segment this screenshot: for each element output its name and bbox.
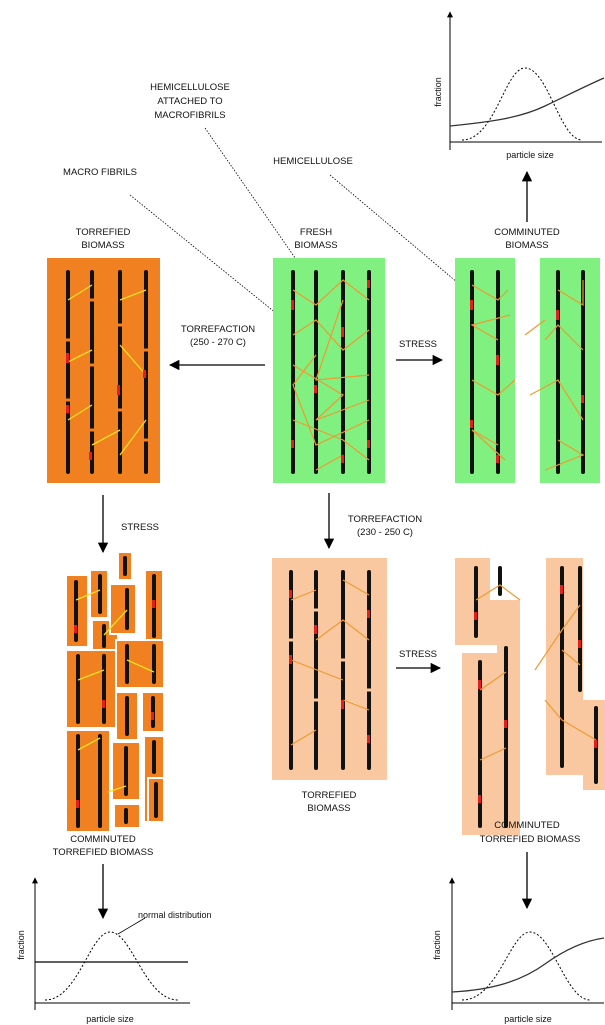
x-axis-label: particle size bbox=[86, 1014, 134, 1024]
hemicellulose-label: HEMICELLULOSE bbox=[273, 156, 353, 167]
torrefaction-down-label-1: TORREFACTION bbox=[348, 514, 422, 525]
torrefaction-left-label-2: (250 - 270 C) bbox=[190, 337, 246, 348]
graph-bottom-right: fraction particle size bbox=[432, 877, 605, 1024]
hemi-attached-label-2: ATTACHED TO bbox=[157, 96, 222, 107]
comminuted-biomass-header-2: BIOMASS bbox=[505, 240, 548, 251]
normal-distribution-leader bbox=[117, 917, 146, 935]
x-axis-label: particle size bbox=[506, 150, 554, 160]
comminuted-torrefied-fragments-dark bbox=[65, 551, 165, 833]
comminuted-biomass-header-1: COMMINUTED bbox=[494, 227, 560, 238]
normal-distribution-curve bbox=[44, 931, 179, 1001]
leader-macro-fibrils bbox=[129, 194, 283, 319]
stress-left-label: STRESS bbox=[121, 522, 159, 533]
x-axis-label: particle size bbox=[504, 1014, 552, 1024]
torrefied-biomass-block bbox=[47, 258, 160, 483]
torrefaction-down-label-2: (230 - 250 C) bbox=[357, 527, 413, 538]
comminuted-torrefied-right-label-2: TORREFIED BIOMASS bbox=[480, 834, 581, 845]
comminuted-biomass-blocks bbox=[455, 258, 600, 483]
torrefied-biomass-bottom-label-2: BIOMASS bbox=[307, 803, 350, 814]
graph-bottom-left: normal distribution fraction particle si… bbox=[16, 877, 212, 1024]
normal-distribution-label: normal distribution bbox=[138, 910, 212, 920]
cumulative-curve bbox=[451, 937, 605, 993]
fresh-biomass-block bbox=[273, 258, 385, 483]
torrefied-biomass-header-2: BIOMASS bbox=[81, 240, 124, 251]
torrefied-biomass-light-block bbox=[272, 558, 387, 780]
hemi-attached-label-1: HEMICELLULOSE bbox=[150, 82, 230, 93]
cumulative-curve bbox=[449, 77, 605, 127]
distribution-curve bbox=[461, 67, 583, 141]
macro-fibrils-label: MACRO FIBRILS bbox=[63, 167, 137, 178]
stress-right-label: STRESS bbox=[399, 339, 437, 350]
y-axis-label: fraction bbox=[432, 930, 442, 960]
fresh-biomass-header-1: FRESH bbox=[300, 227, 332, 238]
fresh-biomass-header-2: BIOMASS bbox=[294, 240, 337, 251]
comminuted-torrefied-fragments-light bbox=[455, 558, 605, 835]
torrefied-biomass-bottom-label-1: TORREFIED bbox=[302, 790, 357, 801]
comminuted-torrefied-left-label-2: TORREFIED BIOMASS bbox=[53, 847, 154, 858]
y-axis-label: fraction bbox=[16, 930, 26, 960]
y-axis-label: fraction bbox=[433, 77, 443, 107]
comminuted-torrefied-left-label-1: COMMINUTED bbox=[70, 834, 136, 845]
torrefaction-left-label-1: TORREFACTION bbox=[181, 324, 255, 335]
leader-hemi-attached bbox=[204, 127, 301, 266]
comminuted-torrefied-right-label-1: COMMINUTED bbox=[494, 820, 560, 831]
hemi-attached-label-3: MACROFIBRILS bbox=[154, 110, 225, 121]
graph-top-right: fraction particle size bbox=[433, 11, 605, 160]
torrefied-biomass-header-1: TORREFIED bbox=[76, 227, 131, 238]
stress-bottom-label: STRESS bbox=[399, 649, 437, 660]
distribution-curve bbox=[461, 931, 591, 1001]
